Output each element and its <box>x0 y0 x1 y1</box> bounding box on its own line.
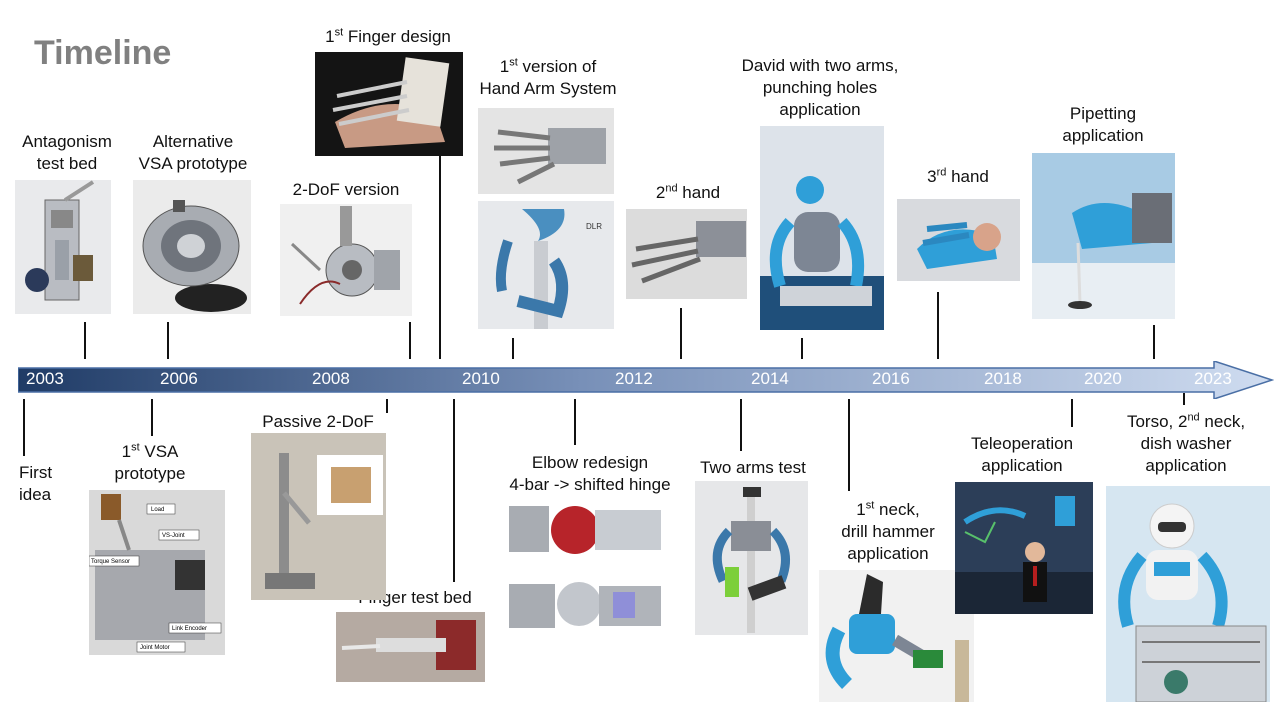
timeline-arrow <box>17 359 1275 401</box>
tick-1st-neck <box>848 399 850 491</box>
vsa-label-vs-joint: VS-Joint <box>162 533 185 539</box>
photo-alt-vsa-prototype <box>133 180 251 314</box>
label-1st-vsa: 1st VSA prototype <box>114 441 186 483</box>
photo-finger-design <box>315 52 463 156</box>
photo-1st-vsa-prototype: Load VS-Joint Torque Sensor Link Encoder… <box>89 490 225 655</box>
vsa-label-load: Load <box>151 507 164 513</box>
tick-first-idea <box>23 399 25 456</box>
label-2dof: 2-DoF version <box>292 180 400 199</box>
tick-david <box>801 338 803 359</box>
tick-pipetting <box>1153 325 1155 359</box>
label-2nd-hand: 2nd hand <box>655 182 721 202</box>
year-label-2003: 2003 <box>26 369 64 388</box>
tick-torso <box>1183 393 1185 405</box>
photo-2nd-hand <box>626 209 747 299</box>
tick-1st-vsa <box>151 399 153 436</box>
photo-finger-test-bed <box>336 612 485 682</box>
photo-two-arms-test <box>695 481 808 635</box>
label-finger-design: 1st Finger design <box>325 26 451 46</box>
photo-3rd-hand <box>897 199 1020 281</box>
tick-2dof <box>409 322 411 359</box>
vsa-label-link-encoder: Link Encoder <box>172 626 207 632</box>
label-passive-2dof: Passive 2-DoF <box>262 412 374 431</box>
label-finger-test-bed: Finger test bed <box>358 588 472 607</box>
photo-antagonism-test-bed <box>15 180 111 314</box>
tick-alt-vsa <box>167 322 169 359</box>
year-label-2018: 2018 <box>984 369 1022 388</box>
tick-hand-arm-system <box>512 338 514 359</box>
year-label-2014: 2014 <box>751 369 789 388</box>
year-label-2016: 2016 <box>872 369 910 388</box>
tick-two-arms <box>740 399 742 451</box>
photo-1st-neck <box>819 570 974 702</box>
label-3rd-hand: 3rd hand <box>927 166 989 186</box>
tick-finger-design <box>439 155 441 359</box>
year-label-2010: 2010 <box>462 369 500 388</box>
tick-2nd-hand <box>680 308 682 359</box>
photo-teleoperation <box>955 482 1093 614</box>
year-label-2023: 2023 <box>1194 369 1232 388</box>
year-label-2012: 2012 <box>615 369 653 388</box>
tick-teleoperation <box>1071 399 1073 427</box>
year-label-2020: 2020 <box>1084 369 1122 388</box>
label-hand-arm-system: 1st version of Hand Arm System <box>479 56 617 98</box>
vsa-label-joint-motor: Joint Motor <box>140 645 170 651</box>
tick-3rd-hand <box>937 292 939 359</box>
tick-passive-2dof <box>386 399 388 413</box>
tick-antagonism <box>84 322 86 359</box>
photo-torso-dishwasher <box>1106 486 1270 702</box>
photo-david-two-arms <box>760 126 884 330</box>
photo-hand-arm-system-top <box>478 108 614 194</box>
photo-2dof-version <box>280 204 412 316</box>
year-label-2008: 2008 <box>312 369 350 388</box>
label-two-arms: Two arms test <box>700 458 806 477</box>
photo-hand-arm-system-bottom: DLR <box>478 201 614 329</box>
photo-pipetting <box>1032 153 1175 319</box>
photo-elbow-redesign <box>509 500 671 640</box>
page-title: Timeline <box>34 34 172 72</box>
tick-finger-test-bed <box>453 399 455 582</box>
dlr-logo: DLR <box>586 222 602 231</box>
year-label-2006: 2006 <box>160 369 198 388</box>
tick-elbow <box>574 399 576 445</box>
photo-passive-2dof <box>251 433 386 600</box>
vsa-label-torque-sensor: Torque Sensor <box>91 559 130 565</box>
